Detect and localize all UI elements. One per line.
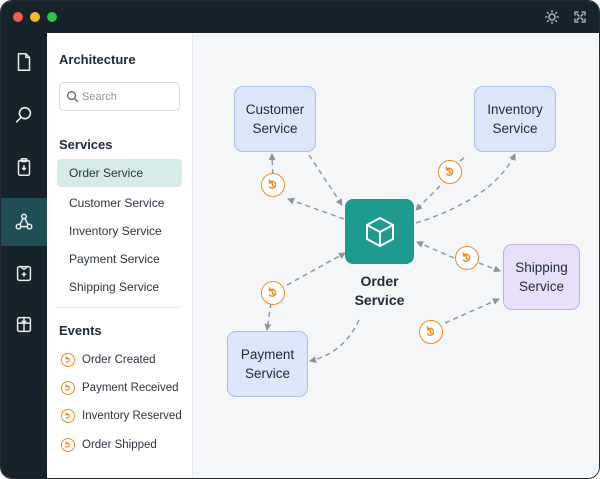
sidebar: Architecture Services Order Service Cust… — [47, 33, 193, 478]
event-label: Inventory Reserved — [82, 410, 182, 422]
clipboard-icon — [17, 158, 31, 176]
node-customer-service[interactable]: Customer Service — [234, 86, 316, 152]
event-icon — [61, 381, 75, 395]
search-icon — [67, 91, 79, 103]
node-order-service[interactable] — [345, 199, 414, 264]
sidebar-item-customer-service[interactable]: Customer Service — [69, 196, 165, 210]
close-window-button[interactable] — [13, 12, 23, 22]
event-bubble-order-shipped[interactable] — [419, 320, 443, 344]
event-bubble-inventory[interactable] — [438, 160, 462, 184]
event-icon — [462, 252, 471, 262]
rail-item-workflow[interactable] — [1, 198, 47, 246]
minimize-window-button[interactable] — [30, 12, 40, 22]
sidebar-event-order-shipped[interactable]: Order Shipped — [59, 435, 187, 455]
arrow-order-to-customer — [287, 197, 345, 220]
sidebar-event-payment-received[interactable]: Payment Received — [59, 378, 187, 398]
node-inventory-service[interactable]: Inventory Service — [474, 86, 556, 152]
arrow-customer-to-order — [308, 154, 343, 206]
arrow-event-to-payment — [264, 302, 272, 331]
arrow-event-to-order-inventory — [415, 185, 441, 211]
arrow-lower-event-to-shipping — [444, 298, 500, 324]
event-icon — [426, 326, 435, 336]
sidebar-title: Architecture — [59, 52, 136, 67]
node-shipping-service[interactable]: Shipping Service — [503, 244, 580, 310]
sidebar-item-inventory-service[interactable]: Inventory Service — [69, 224, 162, 238]
cube-icon — [365, 216, 394, 247]
arrow-event-to-order-payment — [286, 252, 346, 286]
arrow-order-to-inventory — [415, 153, 516, 224]
shield-box-icon — [16, 265, 32, 282]
events-heading: Events — [59, 323, 102, 338]
arrow-event-to-shipping — [478, 262, 501, 273]
services-heading: Services — [59, 137, 113, 152]
rail-item-clipboard[interactable] — [1, 143, 47, 191]
event-icon — [61, 353, 75, 367]
sun-icon[interactable] — [544, 9, 560, 25]
event-bubble-customer[interactable] — [261, 173, 285, 197]
diagram-canvas[interactable]: Customer Service Inventory Service Payme… — [194, 33, 599, 478]
sidebar-event-inventory-reserved[interactable]: Inventory Reserved — [59, 406, 187, 426]
rail-item-package[interactable] — [1, 300, 47, 348]
sidebar-divider — [57, 307, 182, 308]
event-label: Order Created — [82, 354, 156, 366]
search-box[interactable] — [59, 82, 180, 111]
rail-item-search[interactable] — [1, 91, 47, 139]
event-icon — [268, 287, 277, 297]
event-bubble-payment[interactable] — [261, 281, 285, 305]
arrow-order-to-payment — [309, 319, 360, 364]
event-bubble-shipping[interactable] — [455, 246, 479, 270]
search-input[interactable] — [82, 87, 176, 107]
rail-item-security[interactable] — [1, 249, 47, 297]
sidebar-item-shipping-service[interactable]: Shipping Service — [69, 280, 160, 294]
sidebar-event-order-created[interactable]: Order Created — [59, 350, 187, 370]
event-icon — [268, 179, 277, 189]
maximize-window-button[interactable] — [47, 12, 57, 22]
title-bar — [1, 1, 599, 33]
event-icon — [61, 438, 75, 452]
sidebar-item-order-service[interactable]: Order Service — [57, 159, 182, 187]
event-label: Payment Received — [82, 382, 179, 394]
icon-rail — [1, 33, 47, 478]
order-service-label: Order Service — [354, 273, 405, 308]
file-icon — [17, 53, 31, 71]
expand-icon[interactable] — [572, 9, 588, 25]
rail-item-files[interactable] — [1, 38, 47, 86]
node-payment-service[interactable]: Payment Service — [227, 331, 308, 397]
workflow-icon — [15, 213, 33, 230]
arrow-event-to-order-shipping — [416, 241, 455, 259]
package-icon — [16, 316, 32, 333]
sidebar-item-payment-service[interactable]: Payment Service — [69, 252, 160, 266]
event-icon — [445, 166, 454, 176]
search-icon — [15, 106, 32, 123]
event-label: Order Shipped — [82, 439, 157, 451]
event-icon — [61, 409, 75, 423]
